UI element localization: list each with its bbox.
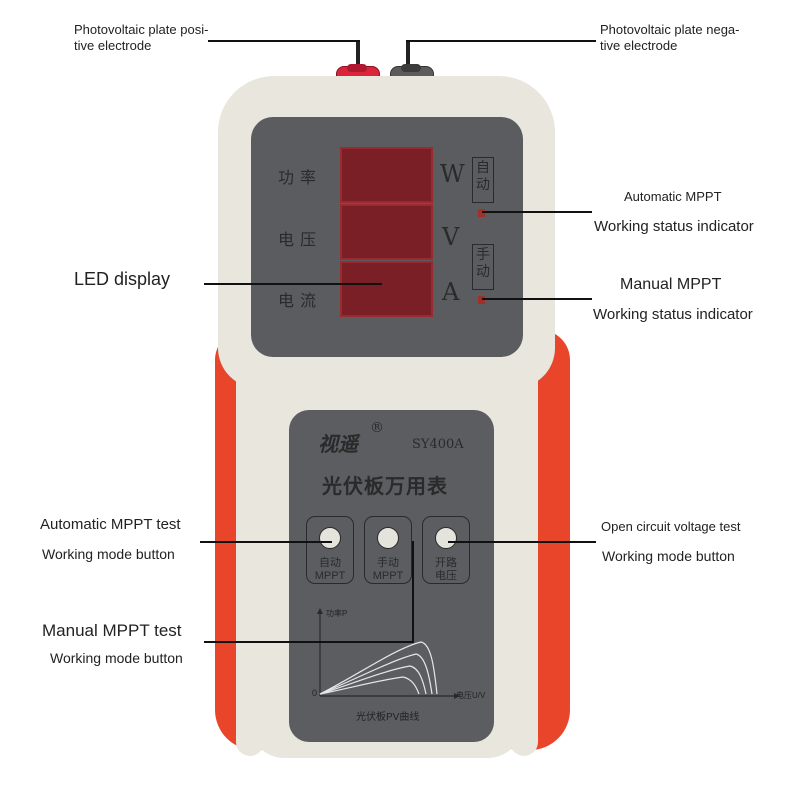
product-name: 光伏板万用表 [322, 474, 448, 498]
pv-y-arrow [317, 608, 323, 614]
callout-auto-indicator-title: Automatic MPPT [624, 189, 722, 204]
auto-indicator-light [478, 209, 485, 217]
negative-terminal-cap [401, 64, 421, 72]
pv-origin-label: 0 [312, 688, 318, 698]
current-label: 电流 [278, 291, 323, 310]
callout-auto-test-title: Automatic MPPT test [40, 516, 181, 533]
callout-manual-test-title: Manual MPPT test [42, 621, 182, 640]
pv-caption: 光伏板PV曲线 [356, 712, 420, 723]
callout-open-test-title: Open circuit voltage test [601, 519, 741, 534]
callout-line-auto-test [200, 541, 332, 543]
voltage-label: 电压 [278, 230, 323, 249]
positive-cable [356, 42, 360, 76]
device-shell-left-lip [236, 360, 264, 756]
unit-watt: W [440, 160, 465, 188]
registered-mark: ® [370, 420, 384, 436]
auto-indicator-label: 自动 [472, 157, 494, 203]
pv-curve-1 [319, 641, 438, 695]
unit-volt: V [442, 223, 460, 251]
callout-positive-electrode: Photovoltaic plate posi- tive electrode [74, 22, 209, 53]
open-voltage-button[interactable]: 开路 电压 [422, 516, 470, 584]
manual-indicator-light [478, 296, 485, 304]
callout-line-pos-h [208, 40, 360, 42]
led-voltage-display [340, 204, 433, 260]
callout-line-manual-ind [482, 298, 592, 300]
callout-led-display: LED display [74, 269, 171, 289]
open-voltage-button-circle[interactable] [435, 527, 457, 549]
callout-line-neg-h [406, 40, 596, 42]
callout-manual-indicator-sub: Working status indicator [593, 306, 753, 323]
pv-curve-2 [319, 653, 433, 695]
pv-x-label: 电压U/V [456, 691, 486, 700]
positive-terminal-cap [347, 64, 367, 72]
auto-mppt-button-label: 自动 MPPT [314, 557, 346, 582]
device-shell-right-lip [510, 360, 538, 756]
auto-mppt-button[interactable]: 自动 MPPT [306, 516, 354, 584]
led-power-display [340, 147, 433, 203]
pv-curve-4 [319, 676, 420, 695]
callout-line-manual-test-v [412, 541, 414, 643]
callout-auto-indicator-sub: Working status indicator [594, 218, 754, 235]
manual-mppt-button-label: 手动 MPPT [372, 557, 404, 582]
callout-line-open-test [448, 541, 596, 543]
pv-x-arrow [454, 693, 460, 699]
callout-manual-test-sub: Working mode button [50, 650, 183, 666]
control-panel [289, 410, 494, 742]
pv-curve-graphic [317, 608, 460, 699]
callout-negative-electrode: Photovoltaic plate nega- tive electrode [600, 22, 740, 53]
callout-line-manual-test-h [204, 641, 414, 643]
callout-line-led [204, 283, 382, 285]
pv-curve-3 [319, 665, 427, 695]
power-label: 功率 [278, 168, 323, 187]
unit-amp: A [442, 278, 460, 306]
callout-auto-test-sub: Working mode button [42, 546, 175, 562]
callout-line-auto-ind [482, 211, 592, 213]
negative-cable [406, 42, 410, 76]
model-number: SY400A [412, 437, 464, 452]
manual-mppt-button-circle[interactable] [377, 527, 399, 549]
manual-indicator-label: 手动 [472, 244, 494, 290]
callout-manual-indicator-title: Manual MPPT [620, 276, 722, 293]
callout-open-test-sub: Working mode button [602, 548, 735, 564]
auto-mppt-button-circle[interactable] [319, 527, 341, 549]
pv-y-label: 功率P [326, 609, 348, 618]
led-current-display [340, 261, 433, 317]
open-voltage-button-label: 开路 电压 [435, 557, 457, 582]
manual-mppt-button[interactable]: 手动 MPPT [364, 516, 412, 584]
brand-logo: 视遥 [318, 432, 358, 456]
